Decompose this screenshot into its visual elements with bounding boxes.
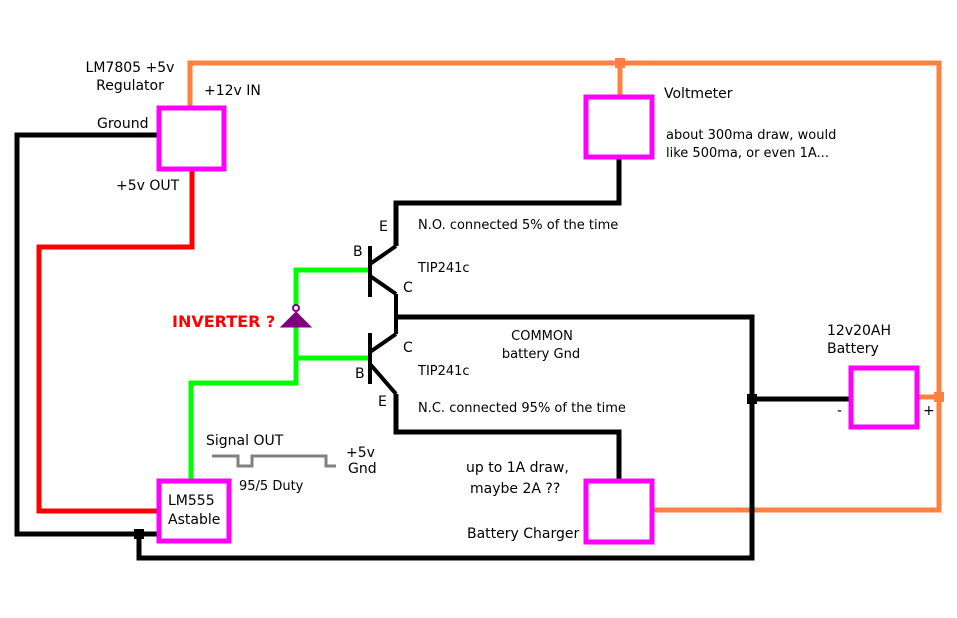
transistor-top-collector-leg [368,274,398,296]
base-drive-wires [188,267,370,480]
regulator-box [156,105,227,172]
junction-dot-ground-right [747,394,757,404]
battery-title-line1: 12v20AH [827,323,891,339]
regulator-ground-label: Ground [97,116,149,132]
transistor-bottom-pin-e: E [378,394,387,410]
signal-level-low: Gnd [348,461,377,477]
charger-box [583,478,655,545]
transistor-top-pin-e: E [379,219,388,235]
regulator-title-line2: Regulator [96,78,164,94]
inverter-label: INVERTER ? [172,312,275,331]
battery-box [848,365,920,430]
transistor-top-pin-c: C [403,280,413,296]
signal-level-high: +5v [346,445,375,461]
transistor-bottom-pin-b: B [355,366,365,382]
charger-title: Battery Charger [467,526,580,542]
common-line2: battery Gnd [502,347,580,362]
inverter-symbol [279,304,313,328]
transistor-bottom-model: TIP241c [417,364,470,379]
wire-5v-out [36,169,195,514]
voltmeter-note-line2: like 500ma, or even 1A... [666,146,829,161]
transistor-bottom-collector-leg [368,332,398,354]
regulator-title-line1: LM7805 +5v [86,60,175,76]
inverter-bubble [292,304,300,312]
junction-dot-ground-left [134,529,144,539]
wire-regulator-ground [14,132,159,537]
timer-box [156,478,232,544]
transistor-top-pin-b: B [353,244,363,260]
voltmeter-note-line1: about 300ma draw, would [666,128,836,143]
battery-title-line2: Battery [827,341,879,357]
junction-dot-orange-battery [934,392,944,402]
charger-note-line2: maybe 2A ?? [470,481,560,497]
junction-dot-orange-top [615,58,625,68]
ground-wires [14,132,851,561]
transistor-bottom-note: N.C. connected 95% of the time [418,401,626,416]
regulator-out-label: +5v OUT [116,178,180,194]
signal-title: Signal OUT [206,433,284,449]
battery-minus-label: - [837,403,842,419]
signal-duty: 95/5 Duty [239,479,304,494]
timer-label-line2: Astable [168,512,220,528]
transistor-top-emitter-leg [368,244,398,266]
battery-plus-label: + [923,403,935,419]
regulator-in-label: +12v IN [204,83,261,99]
wire-common-ground [136,314,755,561]
wire-inverter-out [293,267,370,309]
wire-555-out [188,355,370,480]
voltmeter-title: Voltmeter [664,86,733,102]
transistor-bottom-emitter-leg [368,362,398,396]
common-line1: COMMON [511,329,573,344]
transistor-top [368,244,398,317]
signal-waveform [212,454,336,468]
transistor-top-model: TIP241c [417,261,470,276]
timer-label-line1: LM555 [168,493,215,509]
inverter-triangle [279,311,313,328]
voltmeter-box [583,94,655,160]
transistor-top-note: N.O. connected 5% of the time [418,218,618,233]
wire-12v-main [187,60,942,513]
wire-charger-to-emitter [393,394,622,480]
charger-note-line1: up to 1A draw, [466,460,569,476]
transistor-bottom-pin-c: C [403,340,413,356]
transistor-bottom [368,317,398,396]
wire-voltmeter-to-emitter [393,157,622,246]
